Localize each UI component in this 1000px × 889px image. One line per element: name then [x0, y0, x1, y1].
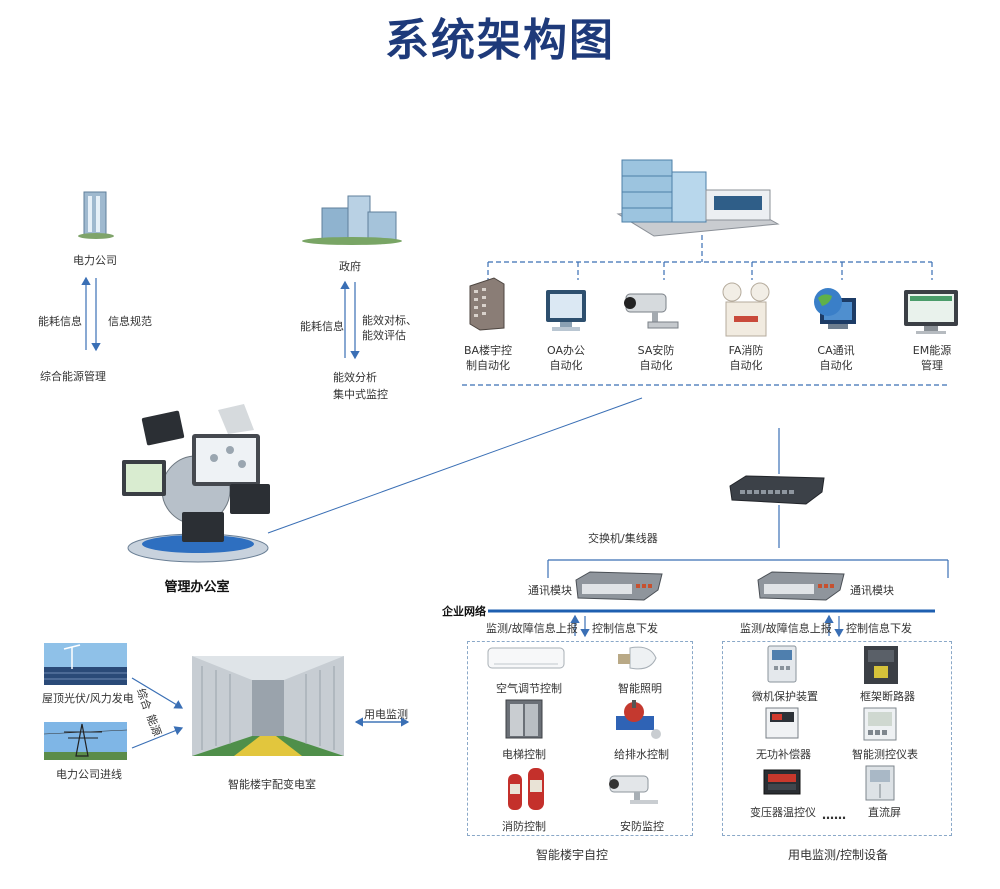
benchmark-label-2: 能效评估: [362, 329, 406, 342]
building-icon: [464, 276, 510, 332]
water-valve-icon: [612, 698, 662, 742]
uplink-right-label: 监测/故障信息上报: [740, 622, 832, 635]
device-item-2: 框架断路器: [860, 690, 915, 703]
enterprise-network-label: 企业网络: [442, 605, 486, 618]
comm-module-right-label: 通讯模块: [850, 584, 894, 597]
building-item-4: 给排水控制: [614, 748, 669, 761]
page-title: 系统架构图: [385, 15, 615, 66]
subsystem-fa-label-2: 自动化: [729, 359, 763, 372]
device-item-5: 变压器温控仪: [750, 806, 816, 819]
power-monitor-label: 用电监测: [364, 708, 408, 721]
comm-module-icon: [574, 570, 664, 604]
subsystem-fa-label-1: FA消防: [728, 344, 764, 357]
subsystem-sa-label-1: SA安防: [637, 344, 675, 357]
fire-extinguisher-icon: [502, 760, 552, 812]
building-item-2: 智能照明: [618, 682, 662, 695]
management-office-label: 管理办公室: [164, 580, 230, 595]
office-tower-icon: [76, 188, 116, 240]
subsystem-em-label-1: EM能源: [912, 344, 952, 357]
switch-icon: [726, 474, 826, 506]
monitoring-devices-box: [722, 641, 952, 836]
device-ellipsis: ……: [822, 808, 846, 822]
solar-wind-photo: [44, 643, 127, 685]
substation-label: 智能楼宇配变电室: [228, 778, 316, 791]
comm-module-icon: [756, 570, 846, 604]
headquarters-building-icon: [614, 152, 780, 238]
subsystem-sa-label-2: 自动化: [639, 359, 673, 372]
energy-info-label: 能耗信息: [38, 315, 82, 328]
light-bulb-icon: [610, 644, 664, 672]
substation-photo: [192, 656, 344, 756]
analysis-label-2: 集中式监控: [333, 388, 388, 401]
camera-icon: [622, 288, 684, 332]
downlink-right-label: 控制信息下发: [846, 622, 912, 635]
security-camera-icon: [606, 770, 662, 806]
subsystem-em-label-2: 管理: [921, 359, 943, 372]
integrated-mgmt-label: 综合能源管理: [40, 370, 106, 383]
protection-device-icon: [766, 644, 798, 684]
government-building-icon: [300, 188, 404, 246]
building-item-3: 电梯控制: [502, 748, 546, 761]
info-norms-label: 信息规范: [108, 315, 152, 328]
uplink-left-label: 监测/故障信息上报: [486, 622, 578, 635]
measurement-meter-icon: [862, 706, 898, 742]
gov-energy-info-label: 能耗信息: [300, 320, 344, 333]
analysis-label-1: 能效分析: [333, 371, 377, 384]
device-item-1: 微机保护装置: [752, 690, 818, 703]
device-item-4: 智能测控仪表: [852, 748, 918, 761]
emergency-light-icon: [720, 280, 772, 338]
building-item-1: 空气调节控制: [496, 682, 562, 695]
switch-label: 交换机/集线器: [588, 532, 658, 545]
device-item-3: 无功补偿器: [756, 748, 811, 761]
device-box-caption: 用电监测/控制设备: [788, 848, 889, 862]
grid-label: 电力公司进线: [56, 768, 122, 781]
building-item-6: 安防监控: [620, 820, 664, 833]
subsystem-oa-label-2: 自动化: [549, 359, 583, 372]
rooftop-label: 屋顶光伏/风力发电: [42, 692, 134, 705]
air-conditioner-icon: [486, 646, 566, 672]
building-automation-box: [467, 641, 693, 836]
subsystem-ca-label-1: CA通讯: [817, 344, 855, 357]
downlink-left-label: 控制信息下发: [592, 622, 658, 635]
benchmark-label-1: 能效对标、: [362, 314, 417, 327]
circuit-breaker-icon: [862, 644, 900, 686]
dc-panel-icon: [864, 764, 896, 802]
government-label: 政府: [339, 260, 361, 273]
subsystem-ca-label-2: 自动化: [819, 359, 853, 372]
transformer-temp-controller-icon: [762, 768, 802, 796]
management-office-icon: [118, 404, 278, 570]
power-tower-photo: [43, 722, 128, 760]
monitor-icon: [542, 288, 590, 334]
device-item-6: 直流屏: [868, 806, 901, 819]
power-company-label: 电力公司: [73, 254, 117, 267]
elevator-icon: [504, 698, 544, 740]
building-item-5: 消防控制: [502, 820, 546, 833]
comm-module-left-label: 通讯模块: [528, 584, 572, 597]
subsystem-ba-label-2: 制自动化: [466, 359, 510, 372]
screen-icon: [902, 288, 960, 336]
globe-icon: [810, 284, 860, 334]
subsystem-ba-label-1: BA楼宇控: [463, 344, 513, 357]
subsystem-oa-label-1: OA办公: [547, 344, 585, 357]
building-box-caption: 智能楼宇自控: [536, 848, 609, 862]
reactive-compensator-icon: [764, 706, 800, 740]
